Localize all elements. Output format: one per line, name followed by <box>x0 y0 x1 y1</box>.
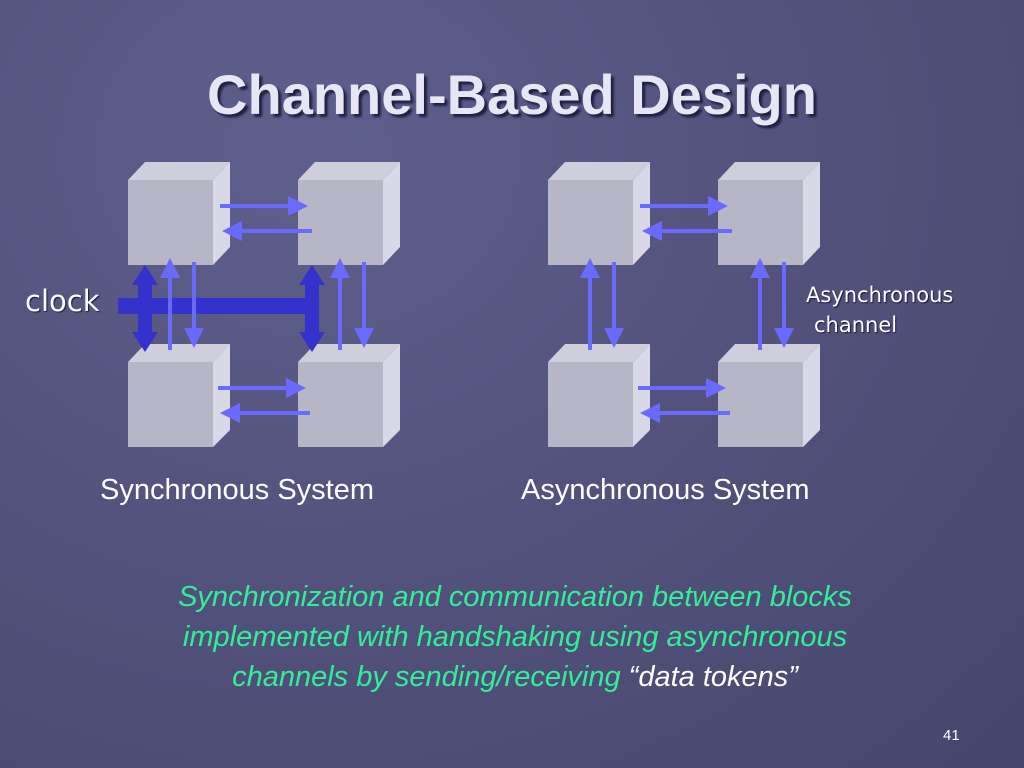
async-block-bottom-right <box>718 344 820 447</box>
body-line-2: implemented with handshaking using async… <box>182 621 848 653</box>
body-text: Synchronization and communication betwee… <box>90 577 940 697</box>
body-line-3-quote: “data tokens” <box>628 661 798 693</box>
slide-number: 41 <box>943 727 960 744</box>
sync-block-top-right <box>298 162 400 265</box>
sync-system-caption: Synchronous System <box>100 474 375 506</box>
sync-channel-arrows <box>160 196 374 423</box>
async-system-caption: Asynchronous System <box>521 474 810 506</box>
sync-block-bottom-right <box>298 344 400 447</box>
body-line-3: channels by sending/receiving “data toke… <box>90 657 940 697</box>
async-channel-label: Asynchronous channel <box>806 280 953 340</box>
async-block-top-left <box>548 162 650 265</box>
async-block-bottom-left <box>548 344 650 447</box>
async-channel-label-line2: channel <box>814 313 898 337</box>
sync-block-top-left <box>128 162 230 265</box>
sync-block-bottom-left <box>128 344 230 447</box>
slide-title: Channel-Based Design <box>207 63 817 126</box>
async-channel-label-line1: Asynchronous <box>806 283 954 307</box>
body-line-1: Synchronization and communication betwee… <box>178 581 852 613</box>
clock-label: clock <box>25 284 100 318</box>
body-line-3-prefix: channels by sending/receiving <box>232 661 629 693</box>
clock-signal <box>118 265 325 352</box>
async-channel-arrows <box>580 196 794 423</box>
async-block-top-right <box>718 162 820 265</box>
